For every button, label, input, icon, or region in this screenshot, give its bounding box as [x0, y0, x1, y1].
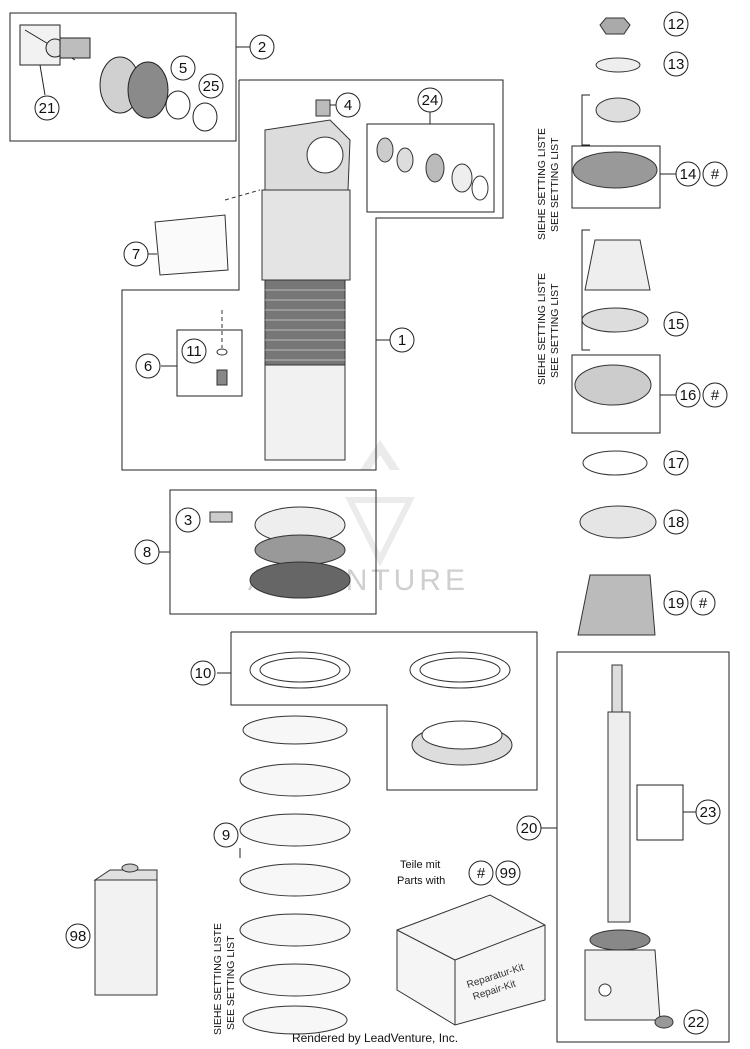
group-20-box: [541, 651, 730, 1043]
sticker-drawing: [154, 189, 261, 276]
callout-98: 98: [65, 923, 91, 949]
callout-3: 3: [175, 507, 201, 533]
box-16: [571, 354, 676, 434]
callout-19: 19: [663, 590, 689, 616]
callout-4: 4: [335, 92, 361, 118]
shock-body-drawing: [261, 119, 351, 461]
group-8-box: [159, 489, 377, 615]
svg-text:#: #: [711, 387, 720, 404]
spring-drawing: [239, 715, 351, 1035]
setting-list-1b: SEE SETTING LIST: [549, 137, 561, 232]
callout-23: 23: [695, 799, 721, 825]
callout-17: 17: [663, 450, 689, 476]
svg-text:21: 21: [39, 100, 56, 117]
svg-text:6: 6: [144, 358, 152, 375]
setting-list-2b: SEE SETTING LIST: [549, 283, 561, 378]
svg-text:11: 11: [186, 343, 202, 360]
callout-14-hash: #: [702, 161, 728, 187]
setting-list-2a: SIEHE SETTING LISTE: [536, 273, 548, 385]
callout-10: 10: [190, 660, 216, 686]
svg-text:12: 12: [668, 16, 685, 33]
callout-7: 7: [123, 241, 149, 267]
svg-text:20: 20: [521, 820, 538, 837]
setting-list-3a: SIEHE SETTING LISTE: [212, 923, 224, 1035]
box-23: [636, 784, 696, 841]
callout-16-hash: #: [702, 382, 728, 408]
oil-can-drawing: [93, 863, 158, 996]
right-stack-drawing: [572, 17, 658, 636]
svg-text:17: 17: [668, 455, 685, 472]
callout-22: 22: [683, 1009, 709, 1035]
callout-24: 24: [417, 87, 443, 113]
bleed-screw-drawing: [216, 310, 228, 386]
group-10-box: [217, 631, 538, 791]
svg-text:9: 9: [222, 827, 230, 844]
box-14: [571, 145, 676, 209]
parts-note-line1: Teile mit: [400, 859, 440, 871]
svg-text:23: 23: [700, 804, 717, 821]
repair-kit-box-drawing: [396, 894, 546, 1026]
callout-11: 11: [181, 338, 207, 364]
callout-14: 14: [675, 161, 701, 187]
svg-text:15: 15: [668, 316, 685, 333]
callout-2: 2: [249, 34, 275, 60]
callout-6: 6: [135, 353, 161, 379]
callout-20: 20: [516, 815, 542, 841]
svg-text:99: 99: [500, 865, 517, 882]
valve-cap-drawing: [315, 99, 331, 117]
svg-text:18: 18: [668, 514, 685, 531]
setting-list-1a: SIEHE SETTING LISTE: [536, 128, 548, 240]
callout-9: 9: [213, 822, 239, 848]
callout-21: 21: [34, 95, 60, 121]
svg-text:25: 25: [203, 78, 220, 95]
callout-12: 12: [663, 11, 689, 37]
bracket-setting-2: [581, 229, 590, 351]
callout-13: 13: [663, 51, 689, 77]
bracket-setting-1: [581, 94, 590, 146]
svg-text:3: 3: [184, 512, 192, 529]
svg-text:8: 8: [143, 544, 151, 561]
svg-text:#: #: [711, 166, 720, 183]
seal-stack-drawing: [376, 137, 489, 201]
callout-8: 8: [134, 539, 160, 565]
svg-text:1: 1: [398, 332, 406, 349]
shock-body-outline: [121, 79, 504, 471]
svg-text:5: 5: [179, 60, 187, 77]
callout-hash-note: #: [468, 860, 494, 886]
callout-18: 18: [663, 509, 689, 535]
callout-99: 99: [495, 860, 521, 886]
callout-19-hash: #: [690, 590, 716, 616]
spring-seats-drawing: [249, 651, 513, 766]
svg-text:7: 7: [132, 246, 140, 263]
callout-25: 25: [198, 73, 224, 99]
svg-text:19: 19: [668, 595, 685, 612]
damper-rod-drawing: [584, 664, 661, 1021]
group-24-box: [366, 112, 495, 213]
svg-text:#: #: [477, 865, 486, 882]
svg-text:22: 22: [688, 1014, 705, 1031]
preload-nut-drawing: [209, 506, 351, 599]
svg-text:98: 98: [70, 928, 87, 945]
bushing-22-drawing: [654, 1015, 674, 1029]
svg-text:16: 16: [680, 387, 697, 404]
callout-16: 16: [675, 382, 701, 408]
svg-text:14: 14: [680, 166, 697, 183]
adjuster-knob-drawing: [19, 24, 218, 132]
svg-text:2: 2: [258, 39, 266, 56]
parts-note-line2: Parts with: [397, 875, 445, 887]
svg-text:#: #: [699, 595, 708, 612]
callout-15: 15: [663, 311, 689, 337]
callout-5: 5: [170, 55, 196, 81]
svg-text:10: 10: [195, 665, 212, 682]
callout-1: 1: [389, 327, 415, 353]
svg-text:13: 13: [668, 56, 685, 73]
svg-text:24: 24: [422, 92, 439, 109]
setting-list-3b: SEE SETTING LIST: [225, 935, 237, 1030]
credit-text: Rendered by LeadVenture, Inc.: [292, 1031, 458, 1045]
watermark-logo: [345, 440, 415, 567]
group-6-box: [161, 329, 243, 397]
svg-text:4: 4: [344, 97, 352, 114]
group-2-box: [9, 12, 250, 142]
